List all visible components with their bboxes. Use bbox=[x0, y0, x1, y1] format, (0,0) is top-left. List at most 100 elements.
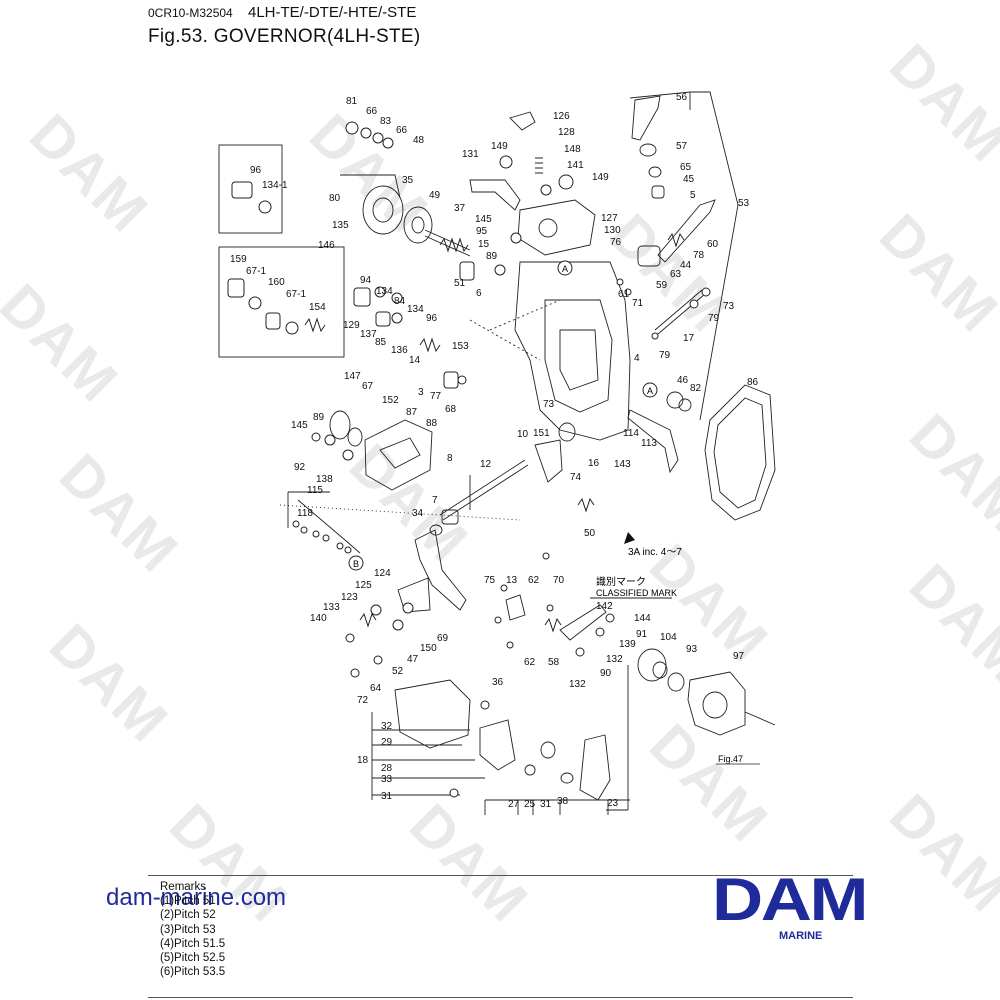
callout: 49 bbox=[429, 190, 441, 201]
callout: 137 bbox=[360, 329, 377, 340]
callout: 126 bbox=[553, 111, 570, 122]
callout: 84 bbox=[394, 296, 406, 307]
inset-box-96 bbox=[218, 144, 283, 234]
callout: 32 bbox=[381, 721, 393, 732]
callout: 5 bbox=[690, 190, 696, 201]
remarks-block: Remarks (1)Pitch 51 (2)Pitch 52 (3)Pitch… bbox=[160, 880, 225, 979]
callout: 80 bbox=[329, 193, 341, 204]
small-parts bbox=[227, 121, 711, 798]
engine-models: 4LH-TE/-DTE/-HTE/-STE bbox=[248, 4, 417, 21]
callout: 57 bbox=[676, 141, 688, 152]
part-code: 0CR10-M32504 bbox=[148, 6, 233, 20]
callout: 125 bbox=[355, 580, 372, 591]
callout: 124 bbox=[374, 568, 391, 579]
callout: 133 bbox=[323, 602, 340, 613]
callout: 85 bbox=[375, 337, 387, 348]
callout: 65 bbox=[680, 162, 692, 173]
callout: 143 bbox=[614, 459, 631, 470]
callout: 73 bbox=[543, 399, 555, 410]
callout: 29 bbox=[381, 737, 393, 748]
callout: 142 bbox=[596, 601, 613, 612]
callout: 159 bbox=[230, 254, 247, 265]
callout: 94 bbox=[360, 275, 372, 286]
remark-item: (4)Pitch 51.5 bbox=[160, 937, 226, 950]
website-link[interactable]: dam-marine.com bbox=[106, 884, 287, 911]
callout: 138 bbox=[316, 474, 333, 485]
callout: 96 bbox=[250, 165, 262, 176]
callout: 123 bbox=[341, 592, 358, 603]
callout: 72 bbox=[357, 695, 369, 706]
callout: 152 bbox=[382, 395, 399, 406]
ref-marker-a: A bbox=[562, 264, 568, 274]
ref-marker-a: A bbox=[647, 386, 653, 396]
callout: 67-1 bbox=[246, 266, 266, 277]
callout: 149 bbox=[491, 141, 508, 152]
callout: 52 bbox=[392, 666, 404, 677]
callout: 3 bbox=[418, 387, 424, 398]
callout: 90 bbox=[600, 668, 612, 679]
callout: 4 bbox=[634, 353, 640, 364]
ref-markers: A A B bbox=[348, 260, 658, 571]
remarks-title: Remarks bbox=[160, 881, 207, 893]
callout: 132 bbox=[606, 654, 623, 665]
callout: 131 bbox=[462, 149, 479, 160]
callout: 16 bbox=[588, 458, 600, 469]
callout: 144 bbox=[634, 613, 651, 624]
callout: 149 bbox=[592, 172, 609, 183]
callout: 66 bbox=[396, 125, 408, 136]
callout: 74 bbox=[570, 472, 582, 483]
callout: 92 bbox=[294, 462, 306, 473]
callout: 134-1 bbox=[262, 180, 288, 191]
callout: 129 bbox=[343, 320, 360, 331]
note-arrow-icon bbox=[624, 532, 635, 544]
callout: 23 bbox=[607, 798, 619, 809]
callout: 66 bbox=[366, 106, 378, 117]
callout: 34 bbox=[412, 508, 424, 519]
callout: 95 bbox=[476, 226, 488, 237]
callout: 145 bbox=[475, 214, 492, 225]
callout: 15 bbox=[478, 239, 490, 250]
callout: 148 bbox=[564, 144, 581, 155]
callout: 79 bbox=[659, 350, 671, 361]
callout: 132 bbox=[569, 679, 586, 690]
callouts: 81 66 83 66 48 126 128 56 96 134-1 35 80… bbox=[230, 92, 759, 810]
callout: 13 bbox=[506, 575, 518, 586]
diagram-lines bbox=[218, 91, 776, 815]
callout: 96 bbox=[426, 313, 438, 324]
callout: 135 bbox=[332, 220, 349, 231]
divider-top bbox=[148, 875, 853, 876]
callout: 160 bbox=[268, 277, 285, 288]
callout: 88 bbox=[426, 418, 438, 429]
callout: 56 bbox=[676, 92, 688, 103]
callout: 27 bbox=[508, 799, 520, 810]
inset-box-159 bbox=[218, 246, 345, 358]
callout: 128 bbox=[558, 127, 575, 138]
callout: 89 bbox=[486, 251, 498, 262]
callout: 153 bbox=[452, 341, 469, 352]
callout: 145 bbox=[291, 420, 308, 431]
callout: 77 bbox=[430, 391, 442, 402]
callout: 76 bbox=[610, 237, 622, 248]
remark-item: (1)Pitch 51 bbox=[160, 895, 216, 908]
callout: 68 bbox=[445, 404, 457, 415]
ref-marker-b: B bbox=[353, 559, 359, 569]
callout: 45 bbox=[683, 174, 695, 185]
callout: 114 bbox=[623, 428, 639, 439]
dam-marine-logo: DAM MARINE bbox=[712, 870, 898, 943]
callout: 64 bbox=[370, 683, 382, 694]
callout: 118 bbox=[297, 508, 313, 519]
callout: 47 bbox=[407, 654, 419, 665]
callout: 87 bbox=[406, 407, 418, 418]
callout: 93 bbox=[686, 644, 698, 655]
callout: 12 bbox=[480, 459, 492, 470]
callout: 46 bbox=[677, 375, 689, 386]
callout: 154 bbox=[309, 302, 326, 313]
callout: 35 bbox=[402, 175, 414, 186]
callout: 62 bbox=[524, 657, 536, 668]
callout: 67-1 bbox=[286, 289, 306, 300]
callout: 67 bbox=[362, 381, 374, 392]
callout: 146 bbox=[318, 240, 335, 251]
figure-title: Fig.53. GOVERNOR(4LH-STE) bbox=[148, 26, 421, 47]
callout: 151 bbox=[533, 428, 550, 439]
callout: 63 bbox=[670, 269, 682, 280]
